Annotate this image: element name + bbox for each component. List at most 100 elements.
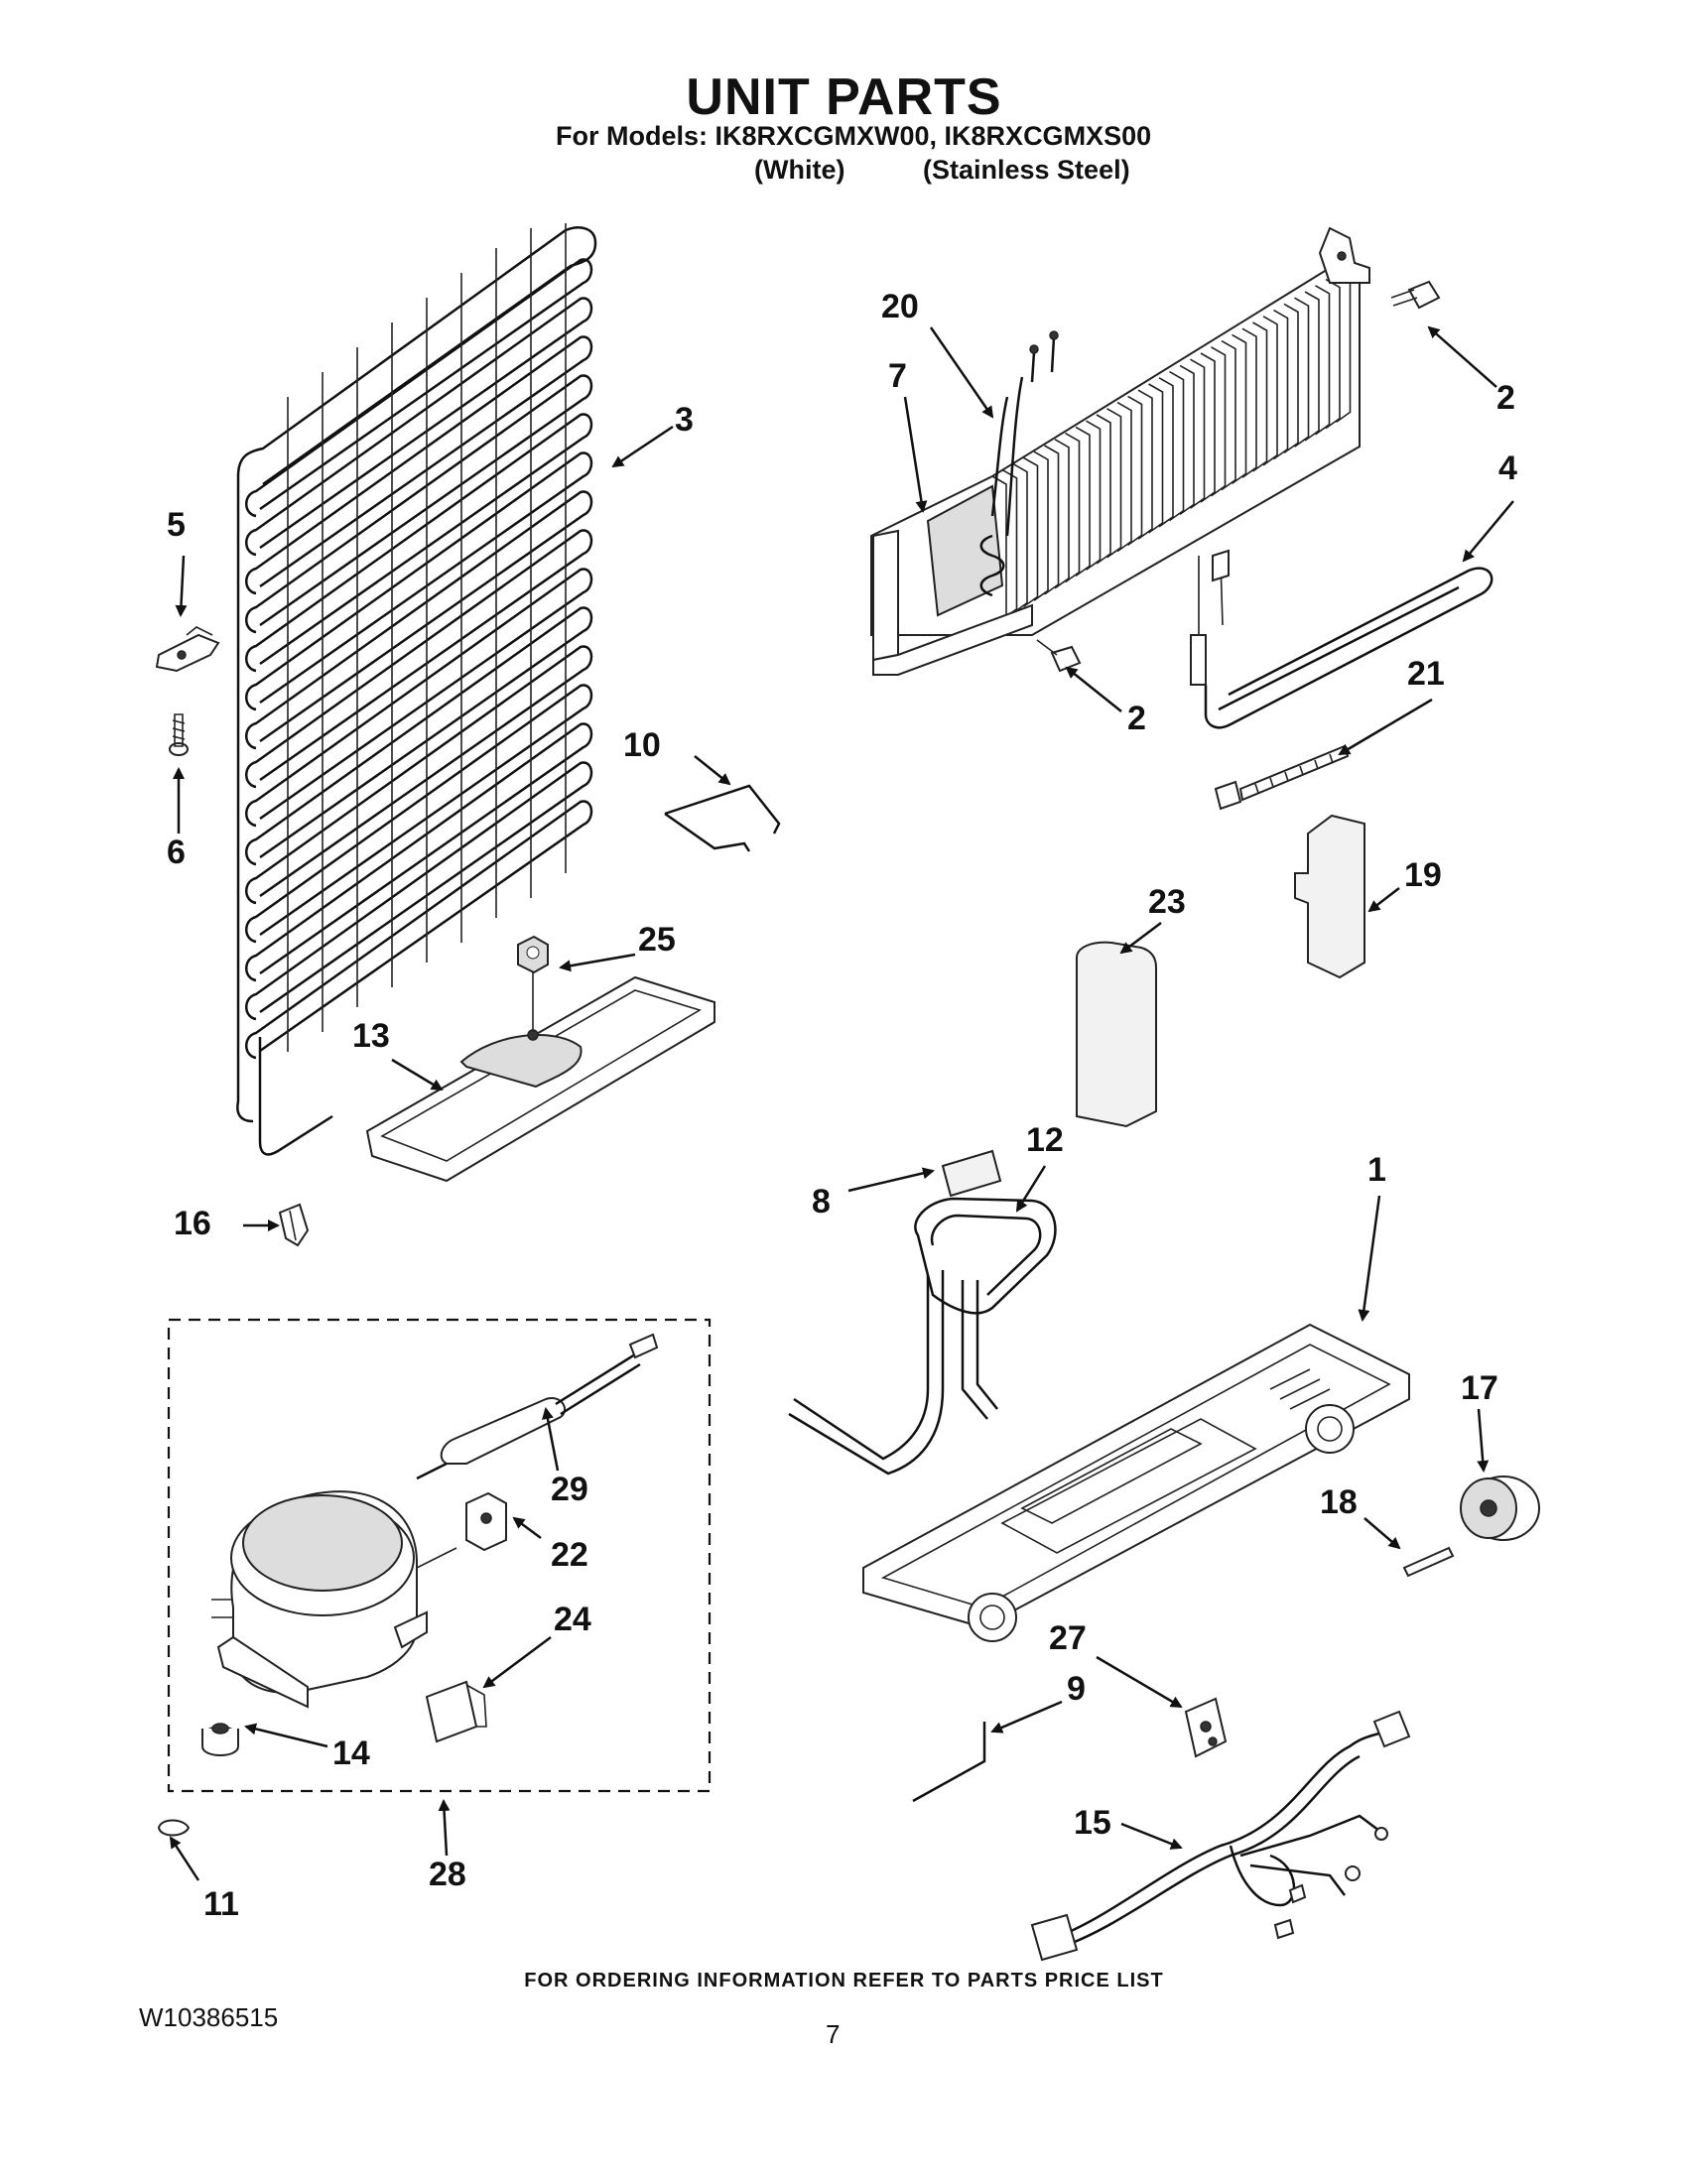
foam-23-drawing xyxy=(1076,941,1157,1128)
callout-20: 20 xyxy=(881,288,919,325)
callout-8: 8 xyxy=(812,1183,831,1220)
evaporator-fin xyxy=(1116,401,1132,553)
leader-lines xyxy=(169,325,1514,1881)
overload-24-drawing xyxy=(425,1680,487,1743)
callout-24: 24 xyxy=(554,1601,591,1638)
condenser-loop xyxy=(245,722,593,982)
page-number: 7 xyxy=(826,2019,841,2049)
variant-white: (White) xyxy=(754,155,845,185)
screw-6-drawing xyxy=(169,713,189,756)
callout-6: 6 xyxy=(167,834,186,871)
callout-11: 11 xyxy=(203,1885,239,1923)
callout-23: 23 xyxy=(1148,883,1186,921)
evaporator-fin xyxy=(1106,408,1122,559)
condenser-loop xyxy=(245,529,593,789)
drier-29-drawing xyxy=(416,1333,659,1480)
screw-2-top-drawing xyxy=(1390,280,1441,310)
evaporator-fin xyxy=(1252,321,1268,472)
evaporator-fin xyxy=(1023,456,1039,608)
evaporator-fin xyxy=(1304,291,1320,442)
callout-25: 25 xyxy=(638,921,676,959)
compressor-drawing xyxy=(211,1490,457,1709)
callout-5: 5 xyxy=(167,506,186,544)
callout-18: 18 xyxy=(1320,1483,1358,1521)
condenser-loop xyxy=(245,335,593,595)
evaporator-fin xyxy=(1137,389,1153,540)
evaporator-fin xyxy=(1033,450,1049,601)
callout-10: 10 xyxy=(623,726,661,764)
evaporator-fin xyxy=(1315,285,1331,436)
callout-17: 17 xyxy=(1461,1369,1498,1407)
callout-13: 13 xyxy=(352,1017,390,1055)
evaporator-fin xyxy=(1054,439,1070,589)
evaporator-fin xyxy=(1148,383,1164,534)
callout-12: 12 xyxy=(1026,1121,1064,1159)
wire-harness-drawing xyxy=(1030,1710,1411,1962)
evaporator-fin xyxy=(1044,445,1060,595)
callout-3: 3 xyxy=(675,401,694,439)
axle-18-drawing xyxy=(1402,1546,1455,1578)
evaporator-fin xyxy=(1179,364,1195,516)
foam-8-drawing xyxy=(941,1149,1002,1198)
condenser-drawing xyxy=(236,223,597,1156)
drain-pan-drawing xyxy=(365,935,715,1183)
condenser-loop xyxy=(245,413,593,673)
evaporator-fin xyxy=(1283,303,1299,454)
screw-2-bottom-drawing xyxy=(1036,639,1082,673)
clip-11-drawing xyxy=(157,1819,191,1837)
callout-7: 7 xyxy=(888,357,907,395)
evaporator-fin xyxy=(1158,377,1174,528)
evaporator-fin xyxy=(1096,414,1111,565)
condenser-loop xyxy=(245,606,593,866)
evaporator-fin xyxy=(1262,316,1278,466)
condenser-loop xyxy=(245,568,593,828)
callout-27: 27 xyxy=(1049,1619,1087,1657)
tube-12-drawing xyxy=(788,1197,1057,1476)
evaporator-fin xyxy=(1086,420,1102,571)
condenser-loop xyxy=(245,761,593,1021)
callout-29: 29 xyxy=(551,1471,588,1508)
foam-19-drawing xyxy=(1294,814,1365,979)
condenser-loop xyxy=(245,258,593,518)
condenser-loop xyxy=(245,684,593,944)
condenser-loop xyxy=(245,645,593,905)
evaporator-drawing xyxy=(870,226,1370,676)
condenser-loop xyxy=(245,374,593,634)
evaporator-fin xyxy=(1169,370,1185,522)
condenser-loop xyxy=(245,800,593,1060)
evaporator-fin xyxy=(1232,333,1247,485)
condenser-loop xyxy=(245,451,593,711)
evaporator-fin xyxy=(1075,426,1091,578)
callout-14: 14 xyxy=(332,1734,370,1772)
evaporator-fin xyxy=(1221,339,1236,491)
evaporator-fin xyxy=(1127,395,1143,547)
relay-22-drawing xyxy=(465,1491,507,1552)
callout-19: 19 xyxy=(1404,856,1442,894)
models-line: For Models: IK8RXCGMXW00, IK8RXCGMXS00 xyxy=(556,121,1152,151)
evaporator-fin xyxy=(1241,327,1257,478)
callout-22: 22 xyxy=(551,1536,588,1574)
callout-16: 16 xyxy=(174,1205,211,1242)
bracket-5-drawing xyxy=(155,626,220,673)
evaporator-fin xyxy=(1273,309,1289,460)
bracket-27-drawing xyxy=(1184,1697,1228,1758)
callout-28: 28 xyxy=(429,1856,466,1893)
callout-9: 9 xyxy=(1067,1670,1086,1708)
callout-2-bottom: 2 xyxy=(1127,700,1146,737)
defrost-heater-drawing xyxy=(1190,549,1493,729)
condenser-loop xyxy=(245,297,593,557)
ordering-note: FOR ORDERING INFORMATION REFER TO PARTS … xyxy=(524,1970,1164,1991)
evaporator-fin xyxy=(1200,352,1216,503)
evaporator-fin xyxy=(1294,297,1310,448)
condenser-loop xyxy=(245,490,593,750)
grommet-14-drawing xyxy=(201,1723,239,1756)
callout-2-top: 2 xyxy=(1496,379,1515,417)
compressor-assembly-box xyxy=(167,1318,712,1793)
base-frame-drawing xyxy=(862,1323,1410,1642)
wire-10-drawing xyxy=(664,784,781,852)
callout-21: 21 xyxy=(1407,655,1445,693)
wheel-17-drawing xyxy=(1460,1476,1540,1541)
page-title: UNIT PARTS xyxy=(686,68,1002,126)
document-id: W10386515 xyxy=(139,2002,279,2032)
